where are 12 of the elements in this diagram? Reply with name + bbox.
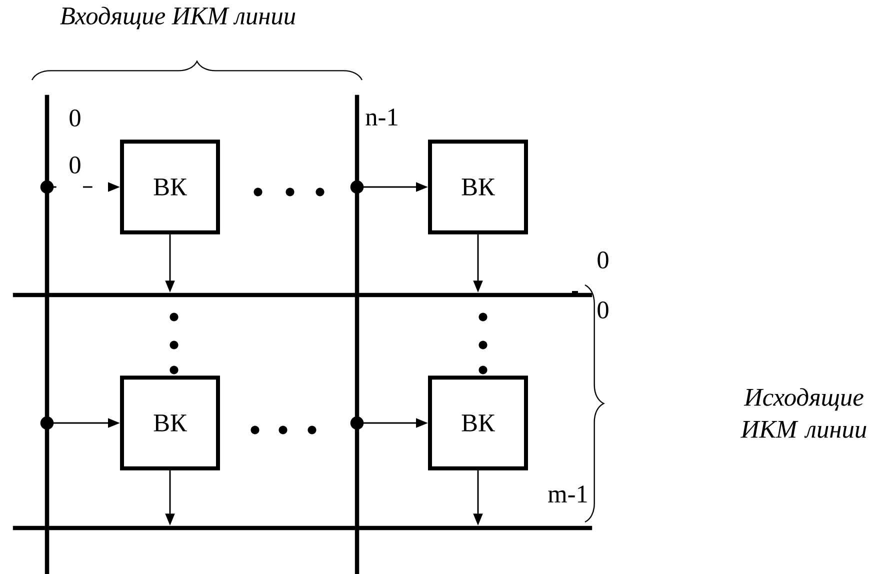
switch-box: ВК	[428, 376, 528, 470]
line-number: n-1	[366, 108, 398, 126]
switch-box: ВК	[120, 376, 220, 470]
switch-box: ВК	[120, 140, 220, 234]
line-number: 0	[598, 301, 608, 319]
line-number: 0	[70, 156, 80, 174]
line-number: m-1	[548, 486, 587, 502]
line-number: 0	[70, 109, 80, 127]
title: Входящие ИКМ линии	[60, 6, 296, 30]
line-number: 0	[598, 251, 608, 269]
switch-box: ВК	[428, 140, 528, 234]
group-label: Исходящие ИКМ линии	[740, 388, 866, 438]
